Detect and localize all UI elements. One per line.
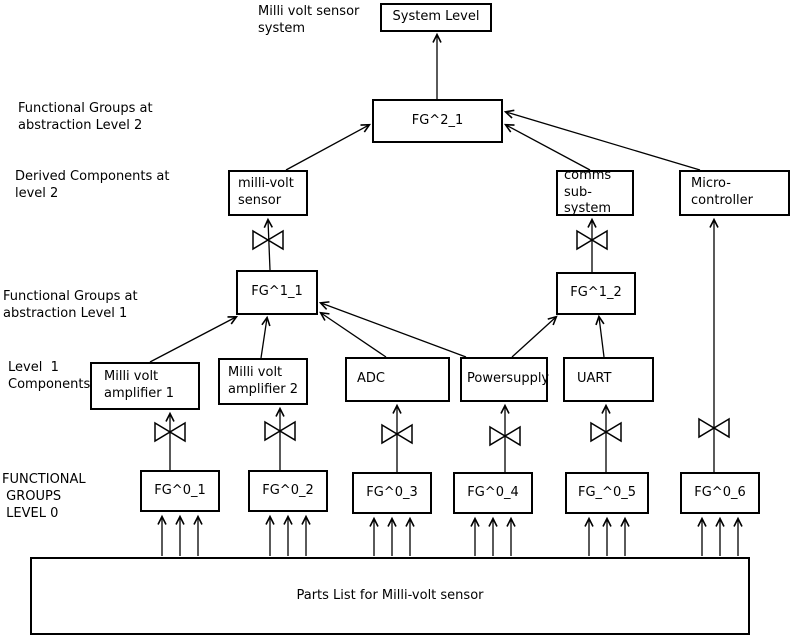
- label-functional-groups-level1: Functional Groups at abstraction Level 1: [3, 289, 138, 321]
- node-uart: UART: [563, 357, 654, 402]
- node-fg0-6: FG^0_6: [680, 472, 760, 514]
- node-fg0-2: FG^0_2: [248, 470, 328, 512]
- node-micro-controller: Micro- controller: [679, 170, 790, 216]
- node-fg2-1: FG^2_1: [372, 99, 503, 143]
- node-millivolt-amplifier-1: Milli volt amplifier 1: [90, 362, 200, 410]
- node-fg0-5: FG_^0_5: [565, 472, 649, 514]
- diagram-title: Milli volt sensor system: [258, 4, 360, 36]
- node-fg0-3: FG^0_3: [352, 472, 432, 514]
- node-comms-subsystem: comms sub-system: [556, 168, 634, 216]
- edge-lines: [149, 32, 743, 556]
- bowtie-icon: [154, 421, 186, 443]
- node-millivolt-amplifier-2: Milli volt amplifier 2: [218, 358, 308, 405]
- label-level1-components: Level 1 Components: [8, 360, 91, 392]
- node-fg0-4: FG^0_4: [453, 472, 533, 514]
- bowtie-icon: [698, 417, 730, 439]
- bowtie-icon: [252, 229, 284, 251]
- bowtie-icon: [264, 420, 296, 442]
- label-functional-groups-level0: FUNCTIONAL GROUPS LEVEL 0: [2, 472, 86, 521]
- bowtie-icon: [381, 423, 413, 445]
- label-functional-groups-level2: Functional Groups at abstraction Level 2: [18, 101, 153, 133]
- bowtie-icon: [576, 229, 608, 251]
- node-fg0-1: FG^0_1: [140, 470, 220, 512]
- node-powersupply: Powersupply: [460, 357, 549, 402]
- node-fg1-1: FG^1_1: [236, 270, 318, 315]
- node-fg1-2: FG^1_2: [556, 272, 636, 315]
- node-parts-list: Parts List for Milli-volt sensor: [30, 557, 750, 635]
- node-millivolt-sensor: milli-volt sensor: [228, 170, 308, 216]
- bowtie-symbols: [154, 229, 730, 447]
- bowtie-icon: [590, 421, 622, 443]
- label-derived-components-level2: Derived Components at level 2: [15, 169, 170, 201]
- bowtie-icon: [489, 425, 521, 447]
- node-system-level: System Level: [380, 3, 492, 32]
- node-adc: ADC: [345, 357, 450, 402]
